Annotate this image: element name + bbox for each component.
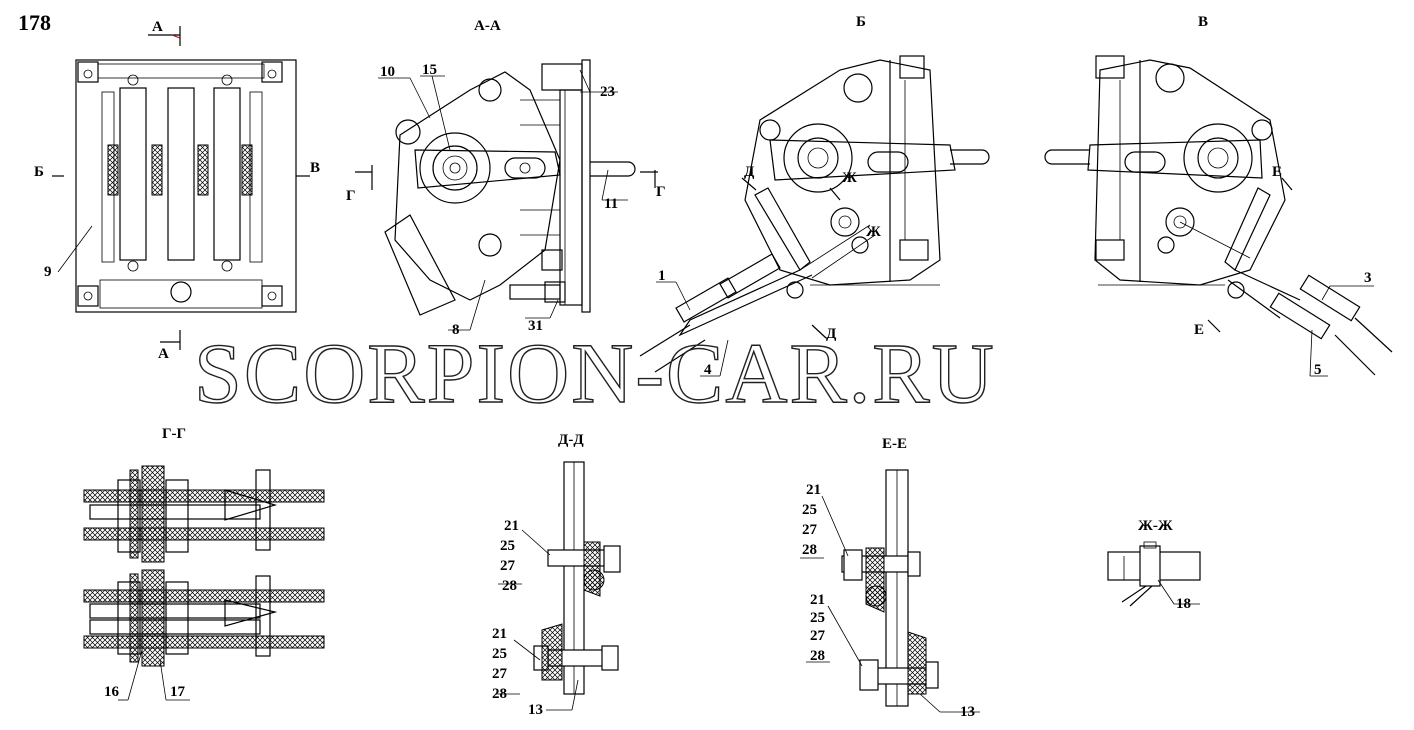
section-mark-a-bottom: А [158,346,169,362]
callout-13-dd: 13 [528,702,543,718]
callout-28-ee-bottom: 28 [810,648,825,664]
callout-5: 5 [1314,362,1322,378]
section-mark-e-top: Е [1272,164,1282,180]
callout-25-dd-bottom: 25 [492,646,507,662]
callout-9: 9 [44,264,52,280]
page-number: 178 [18,10,51,35]
callout-27-ee-bottom: 27 [810,628,826,644]
callout-27-ee-top: 27 [802,522,818,538]
callout-25-ee-bottom: 25 [810,610,825,626]
callout-17: 17 [170,684,186,700]
section-mark-g-left: Г [346,188,356,204]
title-section-zhzh: Ж-Ж [1138,518,1173,534]
section-mark-zh-upper: Ж [842,170,857,186]
section-mark-d-bottom: Д [826,326,837,342]
title-view-b: Б [856,14,866,30]
title-section-gg: Г-Г [162,426,186,442]
callout-21-ee-top: 21 [806,482,821,498]
callout-1: 1 [658,268,666,284]
view-mark-b: Б [34,164,44,180]
section-zhzh-drawing [1107,541,1201,607]
callout-11: 11 [604,196,618,212]
callout-21-dd-bottom: 21 [492,626,507,642]
callout-4: 4 [704,362,712,378]
callout-25-ee-top: 25 [802,502,817,518]
title-section-ee: Е-Е [882,436,907,452]
section-gg-drawing [83,465,325,701]
callout-28-dd-top: 28 [502,578,517,594]
callout-15: 15 [422,62,437,78]
callout-27-dd-top: 27 [500,558,516,574]
callout-10: 10 [380,64,395,80]
callout-25-dd-top: 25 [500,538,515,554]
section-aa-drawing [355,59,658,331]
callout-28-dd-bottom: 28 [492,686,507,702]
callout-28-ee-top: 28 [802,542,817,558]
callout-18: 18 [1176,596,1191,612]
section-mark-d-view-b: Д [744,164,755,180]
front-view [52,26,310,350]
callout-21-ee-bottom: 21 [810,592,825,608]
title-section-aa: А-А [474,18,501,34]
callout-3: 3 [1364,270,1372,286]
callout-16: 16 [104,684,120,700]
callout-21-dd-top: 21 [504,518,519,534]
section-mark-a-top: А [152,19,163,35]
view-v-drawing [1044,55,1393,377]
callout-23: 23 [600,84,615,100]
callout-27-dd-bottom: 27 [492,666,508,682]
section-dd-drawing [496,461,621,711]
view-mark-v: В [310,160,320,176]
section-mark-zh-lower: Ж [866,224,881,240]
section-mark-e-bottom: Е [1194,322,1204,338]
callout-13-ee: 13 [960,704,975,720]
title-section-dd: Д-Д [558,432,584,448]
callout-8: 8 [452,322,460,338]
watermark-text: SCORPION-CAR.RU [194,325,996,421]
callout-31: 31 [528,318,543,334]
section-ee-drawing [800,469,980,713]
title-view-v: В [1198,14,1208,30]
section-mark-g-right: Г [656,184,666,200]
view-b-drawing [639,55,990,377]
